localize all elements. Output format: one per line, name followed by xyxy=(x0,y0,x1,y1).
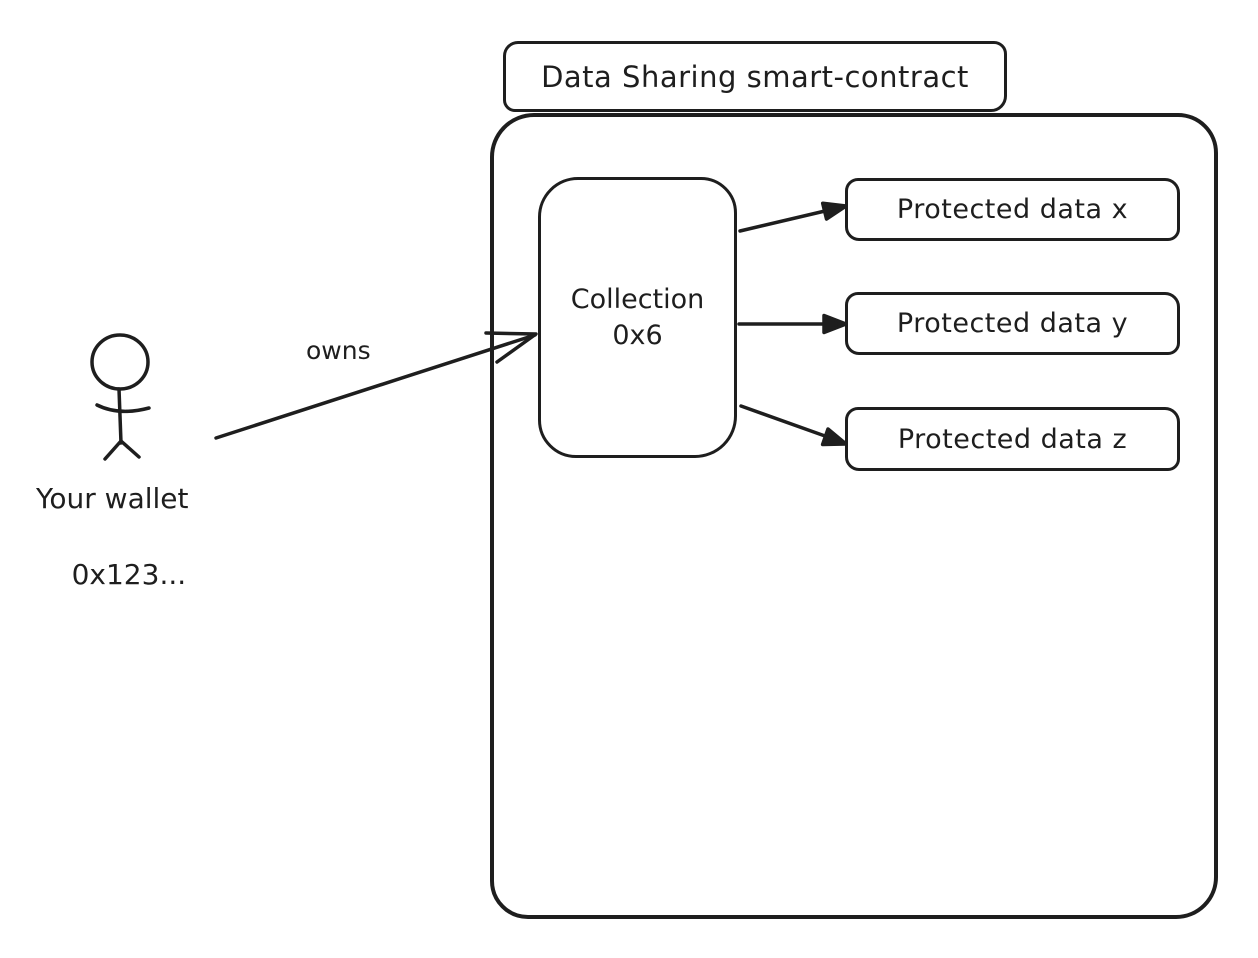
wallet-label-line2: 0x123... xyxy=(71,557,187,591)
protected-data-box-z: Protected data z xyxy=(845,407,1180,471)
title-box: Data Sharing smart-contract xyxy=(503,41,1007,112)
collection-box: Collection 0x6 xyxy=(538,177,737,458)
wallet-label: Your wallet 0x123... xyxy=(36,480,189,631)
protected-data-box-y: Protected data y xyxy=(845,292,1180,355)
collection-label-line1: Collection xyxy=(570,284,705,316)
owns-arrow xyxy=(214,331,538,440)
protected-data-label-y: Protected data y xyxy=(896,308,1129,339)
diagram-title: Data Sharing smart-contract xyxy=(541,59,969,94)
smart-contract-container xyxy=(490,113,1218,919)
collection-label-line2: 0x6 xyxy=(612,319,663,351)
protected-data-label-x: Protected data x xyxy=(896,194,1129,225)
owns-arrow-label: owns xyxy=(306,336,371,365)
stick-figure-icon xyxy=(90,333,151,461)
protected-data-label-z: Protected data z xyxy=(897,423,1128,455)
wallet-label-line1: Your wallet xyxy=(36,482,189,515)
protected-data-box-x: Protected data x xyxy=(845,178,1180,241)
